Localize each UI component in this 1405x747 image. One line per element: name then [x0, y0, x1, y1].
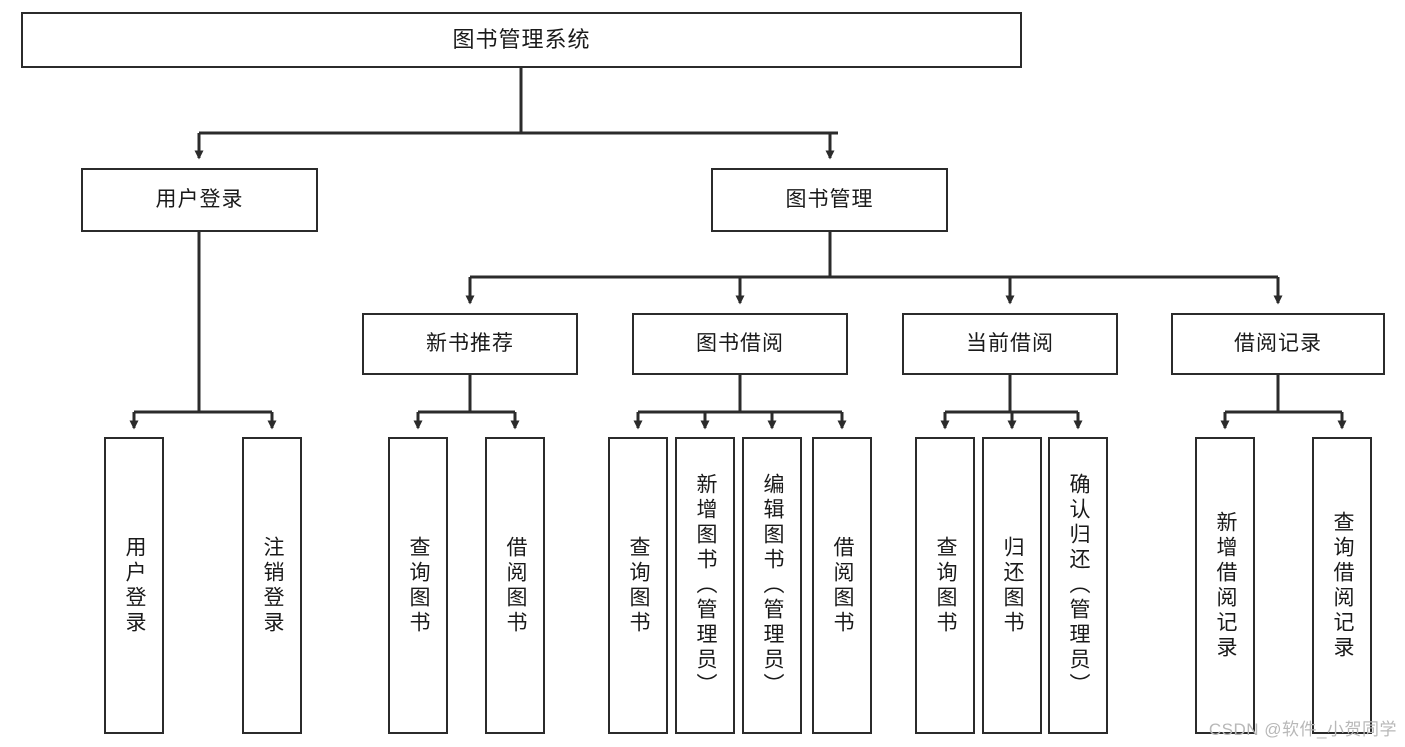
leaf-label: 查询图书 [934, 535, 958, 636]
leaf-label: 归还图书 [1001, 535, 1025, 636]
node-new-book-recommend[interactable]: 新书推荐 [362, 313, 578, 375]
node-user-login[interactable]: 用户登录 [81, 168, 318, 232]
leaf-label: 新增图书（管理员） [694, 473, 718, 698]
node-current-borrow-label: 当前借阅 [966, 332, 1054, 356]
leaf-node[interactable]: 借阅图书 [812, 437, 872, 734]
leaf-label: 新增借阅记录 [1214, 510, 1238, 661]
node-book-borrow-label: 图书借阅 [696, 332, 784, 356]
leaf-label: 查询图书 [627, 535, 651, 636]
leaf-node[interactable]: 新增图书（管理员） [675, 437, 735, 734]
leaf-node[interactable]: 查询借阅记录 [1312, 437, 1372, 734]
node-user-login-label: 用户登录 [155, 188, 244, 212]
leaf-label: 编辑图书（管理员） [761, 473, 785, 698]
leaf-label: 借阅图书 [831, 535, 855, 636]
leaf-node[interactable]: 借阅图书 [485, 437, 545, 734]
leaf-node[interactable]: 查询图书 [388, 437, 448, 734]
leaf-node[interactable]: 查询图书 [608, 437, 668, 734]
node-root[interactable]: 图书管理系统 [21, 12, 1022, 68]
leaf-label: 借阅图书 [504, 535, 528, 636]
leaf-node[interactable]: 归还图书 [982, 437, 1042, 734]
leaf-label: 用户登录 [123, 535, 147, 636]
leaf-node[interactable]: 查询图书 [915, 437, 975, 734]
leaf-node[interactable]: 新增借阅记录 [1195, 437, 1255, 734]
node-book-borrow[interactable]: 图书借阅 [632, 313, 848, 375]
node-book-management-label: 图书管理 [785, 188, 874, 212]
leaf-label: 查询图书 [407, 535, 431, 636]
leaf-label: 注销登录 [261, 535, 285, 636]
leaf-node[interactable]: 用户登录 [104, 437, 164, 734]
leaf-node[interactable]: 确认归还（管理员） [1048, 437, 1108, 734]
leaf-node[interactable]: 编辑图书（管理员） [742, 437, 802, 734]
leaf-label: 确认归还（管理员） [1067, 473, 1091, 698]
node-root-label: 图书管理系统 [452, 26, 591, 52]
node-book-management[interactable]: 图书管理 [711, 168, 948, 232]
leaf-label: 查询借阅记录 [1331, 510, 1355, 661]
node-current-borrow[interactable]: 当前借阅 [902, 313, 1118, 375]
node-borrow-record-label: 借阅记录 [1234, 332, 1322, 356]
node-borrow-record[interactable]: 借阅记录 [1171, 313, 1385, 375]
leaf-node[interactable]: 注销登录 [242, 437, 302, 734]
node-new-book-recommend-label: 新书推荐 [426, 332, 514, 356]
